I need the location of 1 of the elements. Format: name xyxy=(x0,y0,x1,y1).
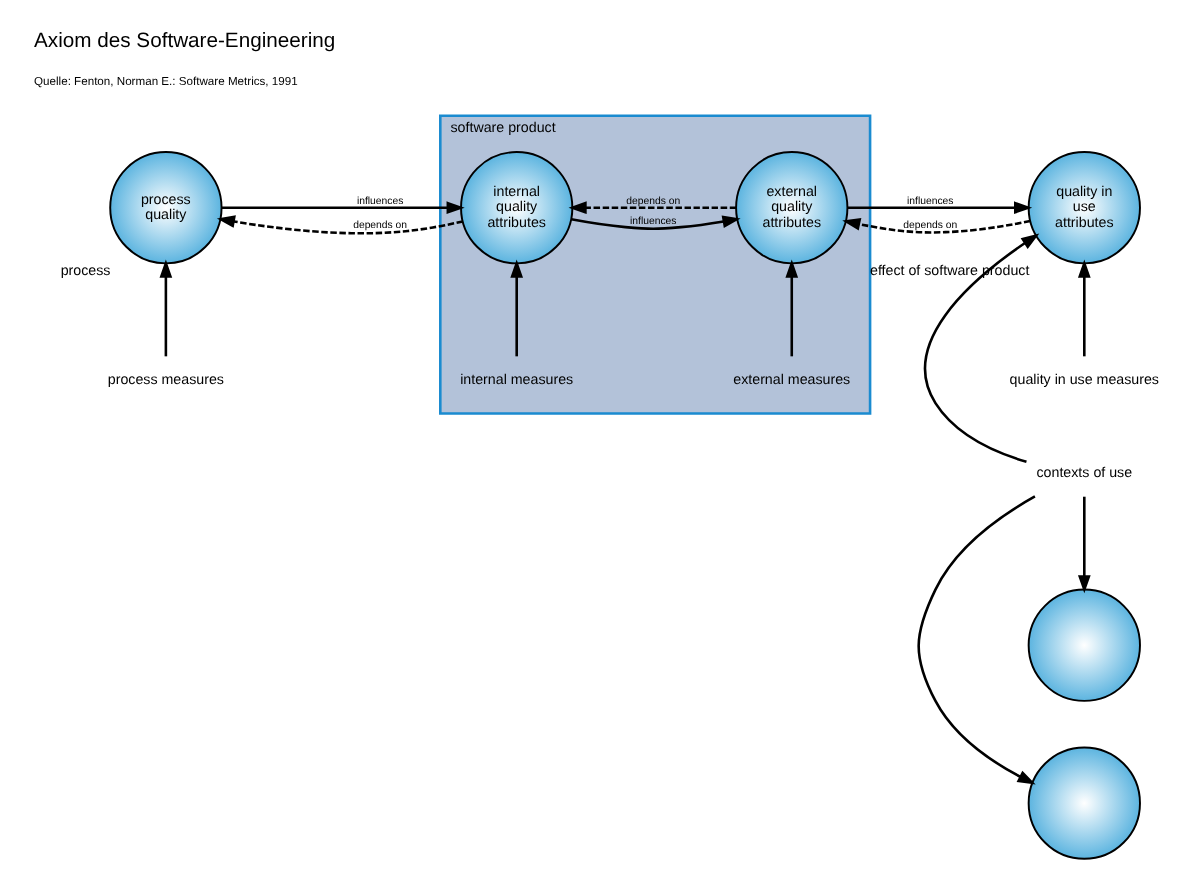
diagram-title: Axiom des Software-Engineering xyxy=(34,29,336,52)
